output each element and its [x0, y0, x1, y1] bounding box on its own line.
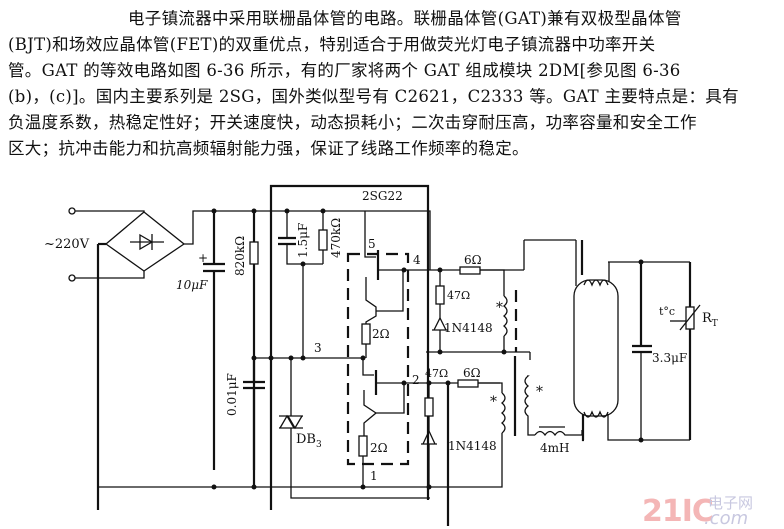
star-3: * [536, 384, 543, 400]
r-bias-label: 820kΩ [233, 236, 247, 276]
pin2-label: 2 [412, 373, 420, 387]
paragraph-line: 电子镇流器中采用联栅晶体管的电路。联栅晶体管(GAT)兼有双极型晶体管 [128, 9, 682, 28]
d-top-label: 1N4148 [444, 321, 493, 335]
capacitor-10uf: + 10μF [176, 208, 225, 470]
diac-label: DB3 [296, 432, 322, 450]
terminal-top [68, 207, 76, 215]
r47-top-label: 47Ω [447, 289, 470, 302]
star-1: * [496, 300, 503, 316]
r-base-top-label: 2Ω [372, 327, 390, 341]
lower-drive-network: 47Ω 1N4148 6Ω * [420, 366, 506, 526]
watermark-logo: 21IC [642, 494, 714, 529]
r470k-label: 470kΩ [329, 218, 343, 258]
thermistor-rt: t°c RT [659, 262, 718, 440]
gat-upper: 2Ω [361, 211, 407, 358]
thermistor-temp-label: t°c [659, 305, 675, 318]
r47-bot-label: 47Ω [425, 367, 448, 380]
c33-label: 3.3μF [652, 351, 687, 365]
module-bus [269, 184, 430, 510]
pin3-label: 3 [314, 341, 322, 355]
watermark: 21IC 电子网 .com [642, 494, 753, 529]
pin4-label: 4 [413, 253, 421, 267]
module-label: 2SG22 [362, 189, 403, 203]
ac-voltage-label: ~220V [44, 237, 90, 252]
paragraph-line: 区大；抗冲击能力和抗高频辐射能力强，保证了线路工作频率的稳定。 [8, 139, 529, 158]
r6-top-label: 6Ω [464, 253, 482, 267]
ac-input: ~220V [44, 207, 145, 282]
thermistor-label: RT [702, 311, 718, 329]
r6-bot-label: 6Ω [463, 366, 481, 380]
paragraph-line: (BJT)和场效应晶体管(FET)的双重优点，特别适合于用做荧光灯电子镇流器中功… [8, 35, 656, 54]
diac-db3: DB3 [279, 358, 430, 499]
inductor-label: 4mH [540, 441, 569, 455]
capacitor-001uf: 0.01μF [225, 358, 265, 487]
paragraph-line: 负温度系数，热稳定性好；开关速度快，动态损耗小；二次击穿耐压高，功率容量和安全工… [8, 113, 697, 132]
bridge-rectifier [96, 210, 431, 510]
pin1-label: 1 [370, 469, 378, 483]
gat-module-box [346, 252, 410, 466]
c001-label: 0.01μF [225, 373, 239, 416]
rc-network: 1.5μF 470kΩ [278, 208, 343, 358]
paragraph-line: 管。GAT 的等效电路如图 6-36 所示，有的厂家将两个 GAT 组成模块 2… [8, 61, 681, 80]
output-transformer: * 4mH [513, 240, 583, 455]
r-base-bot-label: 2Ω [370, 441, 388, 455]
paragraph-line: (b)，(c)]。国内主要系列是 2SG，国外类似型号有 C2621，C2333… [8, 87, 739, 106]
watermark-domain: .com [704, 508, 749, 529]
pin5-label: 5 [368, 237, 376, 251]
c-filter-label: 10μF [176, 278, 208, 292]
d-bot-label: 1N4148 [448, 439, 497, 453]
description-paragraph: 电子镇流器中采用联栅晶体管的电路。联栅晶体管(GAT)兼有双极型晶体管 (BJT… [8, 6, 778, 162]
watermark-cn: 电子网 [708, 494, 754, 512]
capacitor-33uf: 3.3μF [632, 259, 687, 443]
terminal-bottom [68, 274, 76, 282]
fluorescent-lamp [524, 239, 690, 442]
c15-label: 1.5μF [296, 223, 310, 258]
gat-lower: 2Ω [358, 358, 420, 487]
svg-text:+: + [198, 251, 208, 265]
upper-drive-network: 47Ω 1N4148 6Ω * [404, 253, 530, 355]
star-2: * [490, 394, 497, 410]
